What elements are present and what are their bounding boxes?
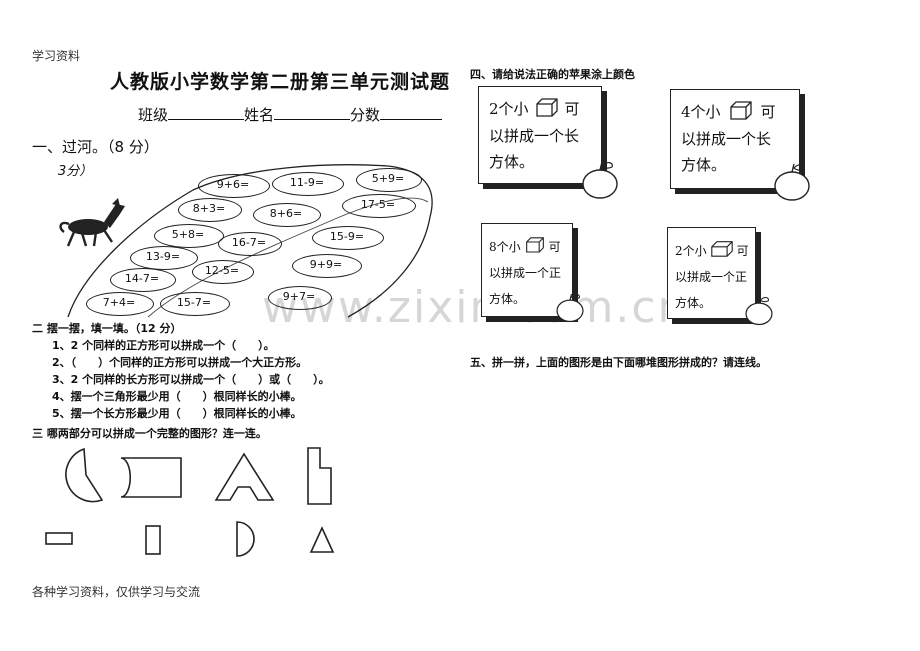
- card-3-line1b: 可: [548, 240, 561, 254]
- half-circle-piece[interactable]: [236, 521, 255, 557]
- equation-4: 8+3=: [192, 202, 226, 215]
- section3-heading: 三 哪两部分可以拼成一个完整的图形？连一连。: [32, 427, 267, 440]
- apple-icon[interactable]: [742, 294, 776, 326]
- cube-icon: [535, 98, 558, 117]
- class-blank[interactable]: [168, 105, 245, 120]
- pacman-circle-shape[interactable]: [65, 447, 104, 503]
- cuboid-icon: [710, 241, 733, 257]
- watermark: www.zixin.com.cn: [262, 282, 688, 333]
- equation-5: 8+6=: [269, 207, 303, 220]
- apple-card-4: 2个小 可 以拼成一个正 方体。: [667, 227, 756, 319]
- equation-15: 15-7=: [176, 296, 212, 309]
- page-header: 学习资料: [32, 49, 81, 63]
- step-shape[interactable]: [307, 447, 332, 505]
- score-label: 分数: [350, 106, 381, 124]
- river-bank-outline: [67, 164, 433, 318]
- student-info-line: 班级 姓名 分数: [138, 104, 443, 125]
- section2-item-3: 3、2 个同样的长方形可以拼成一个（ ）或（ ）。: [52, 373, 330, 386]
- equation-7: 5+8=: [171, 228, 205, 241]
- card-2-line3: 方体。: [681, 156, 727, 174]
- card-4-line3: 方体。: [675, 296, 712, 310]
- stone-10[interactable]: [130, 246, 198, 270]
- card-3-line2: 以拼成一个正: [489, 266, 562, 280]
- card-3-line1a: 8个小: [489, 240, 521, 254]
- stone-12[interactable]: [292, 254, 362, 278]
- horse-icon: [59, 198, 125, 247]
- page-title: 人教版小学数学第二册第三单元测试题: [110, 71, 451, 93]
- apple-card-1: 2个小 可 以拼成一个长 方体。: [478, 86, 602, 184]
- card-4-line1b: 可: [736, 244, 749, 258]
- card-2-line2: 以拼成一个长: [681, 130, 772, 148]
- stone-1[interactable]: [198, 174, 270, 198]
- stone-6[interactable]: [342, 194, 416, 218]
- equation-9: 15-9=: [329, 230, 365, 243]
- stone-11[interactable]: [192, 260, 254, 284]
- card-1-line2: 以拼成一个长: [489, 127, 580, 145]
- tall-rectangle-piece[interactable]: [145, 525, 161, 555]
- class-label: 班级: [138, 106, 169, 124]
- card-2-line1b: 可: [760, 103, 776, 121]
- equation-14: 7+4=: [102, 296, 136, 309]
- section5-heading: 五、拼一拼，上面的图形是由下面哪堆图形拼成的？请连线。: [470, 356, 767, 369]
- equation-13: 14-7=: [124, 272, 160, 285]
- section2-item-5: 5、摆一个长方形最少用（ ）根同样长的小棒。: [52, 407, 302, 420]
- apple-card-3: 8个小 可 以拼成一个正 方体。: [481, 223, 573, 317]
- section4-heading: 四、请给说法正确的苹果涂上颜色: [470, 68, 635, 81]
- apple-card-2: 4个小 可 以拼成一个长 方体。: [670, 89, 800, 189]
- notched-rectangle-shape[interactable]: [120, 457, 182, 498]
- equation-10: 13-9=: [145, 250, 181, 263]
- section2-heading: 二 摆一摆，填一填。（12 分）: [32, 322, 182, 335]
- section2-item-2: 2、（ ）个同样的正方形可以拼成一个大正方形。: [52, 356, 308, 369]
- stone-16[interactable]: [268, 286, 332, 310]
- section1-heading: 一、过河。（8 分）: [32, 138, 159, 156]
- section2-item-1: 1、2 个同样的正方形可以拼成一个（ ）。: [52, 339, 275, 352]
- equation-12: 9+9=: [309, 258, 343, 271]
- score-blank[interactable]: [380, 105, 443, 120]
- equation-11: 12-5=: [204, 264, 240, 277]
- stone-14[interactable]: [86, 292, 154, 316]
- stone-3[interactable]: [356, 168, 422, 192]
- equation-1: 9+6=: [216, 178, 250, 191]
- page-footer: 各种学习资料，仅供学习与交流: [32, 585, 201, 599]
- small-rectangle-piece[interactable]: [45, 532, 73, 545]
- name-label: 姓名: [244, 106, 275, 124]
- stone-9[interactable]: [312, 226, 384, 250]
- apple-icon[interactable]: [553, 291, 587, 323]
- equation-16: 9+7=: [282, 290, 316, 303]
- stone-4[interactable]: [178, 198, 242, 222]
- card-2-line1a: 4个小: [681, 103, 721, 121]
- stone-2[interactable]: [272, 172, 344, 196]
- name-blank[interactable]: [274, 105, 351, 120]
- stone-15[interactable]: [160, 292, 230, 316]
- apple-icon[interactable]: [770, 160, 814, 202]
- cut-triangle-shape[interactable]: [214, 452, 275, 501]
- matching-shapes: [45, 447, 335, 557]
- card-3-line3: 方体。: [489, 292, 526, 306]
- equation-6: 17-5=: [360, 198, 396, 211]
- small-triangle-piece[interactable]: [309, 526, 335, 553]
- cube-icon: [525, 237, 544, 253]
- cube-icon: [729, 101, 752, 120]
- stone-5[interactable]: [253, 203, 321, 227]
- equation-8: 16-7=: [231, 236, 267, 249]
- card-1-line1a: 2个小: [489, 100, 529, 118]
- apple-icon[interactable]: [578, 158, 622, 200]
- equation-2: 11-9=: [289, 176, 325, 189]
- equation-3: 5+9=: [371, 172, 405, 185]
- stone-13[interactable]: [110, 268, 176, 292]
- card-1-line3: 方体。: [489, 153, 535, 171]
- card-1-line1b: 可: [564, 100, 580, 118]
- card-4-line2: 以拼成一个正: [675, 270, 748, 284]
- handwritten-note: 3分）: [58, 164, 93, 179]
- card-4-line1a: 2个小: [675, 244, 707, 258]
- stone-8[interactable]: [218, 232, 282, 256]
- section2-item-4: 4、摆一个三角形最少用（ ）根同样长的小棒。: [52, 390, 302, 403]
